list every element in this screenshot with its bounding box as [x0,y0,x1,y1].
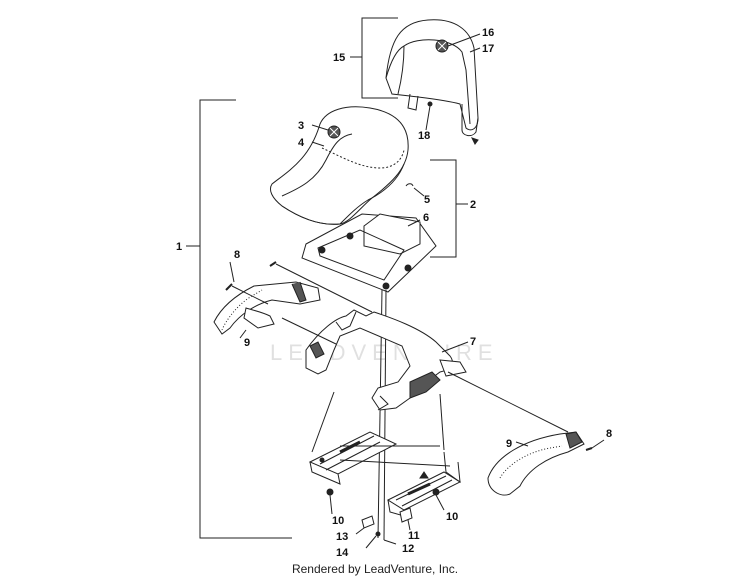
backrest [385,19,479,137]
callout-3: 3 [298,120,304,132]
callout-18: 18 [418,130,430,142]
callout-8-left: 8 [234,249,240,261]
seat-frame [305,309,467,453]
callout-10-left: 10 [332,515,344,527]
callout-10-right: 10 [446,511,458,523]
callout-14: 14 [336,547,349,559]
callout-7: 7 [470,336,476,348]
left-grab-handle [213,281,321,335]
right-grab-handle [487,431,585,496]
callout-8-right: 8 [606,428,612,440]
mount-plate-right [386,451,462,517]
callout-1: 1 [176,241,182,253]
callout-16: 16 [482,27,494,39]
seat-base [301,213,437,293]
callout-13: 13 [336,531,348,543]
callout-11: 11 [408,530,420,542]
callout-5: 5 [424,194,430,206]
seat-cushion [269,106,409,225]
footer-credit: Rendered by LeadVenture, Inc. [291,562,459,576]
callout-6: 6 [423,212,429,224]
callout-17: 17 [482,43,494,55]
mount-plate-left [308,431,398,485]
callout-12: 12 [402,543,414,555]
bracket-2 [430,159,457,258]
bracket-15 [361,17,398,99]
callout-15: 15 [333,52,345,64]
callout-4: 4 [298,137,305,149]
callout-9-left: 9 [244,337,250,349]
callout-9-right: 9 [506,438,512,450]
callout-2: 2 [470,199,476,211]
bracket-1 [199,99,292,539]
